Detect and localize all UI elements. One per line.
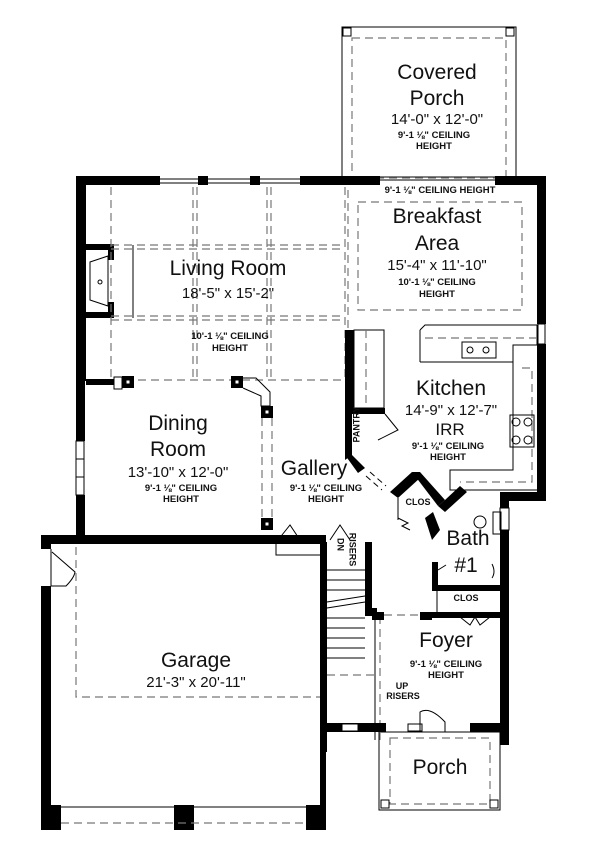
stairs-up-risers-label: RISERS	[386, 691, 420, 701]
breakfast-area-ceiling-2: HEIGHT	[419, 289, 455, 300]
breakfast-area-outline	[347, 190, 523, 330]
dining-room-ceiling-2: HEIGHT	[163, 494, 199, 505]
foyer-name: Foyer	[419, 629, 473, 652]
porch-name: Porch	[412, 756, 468, 779]
gallery-ceiling-1: 9'-1 ⅛" CEILING	[289, 483, 363, 494]
front-porch-outline	[378, 731, 501, 811]
gallery-ceiling-2: HEIGHT	[308, 494, 344, 505]
dining-room-walls	[86, 376, 273, 530]
covered-porch-name-1: Covered	[397, 61, 477, 84]
bath-name-2: #1	[454, 554, 478, 577]
foyer-ceiling-1: 9'-1 ⅛" CEILING	[409, 659, 483, 670]
foyer-walls	[326, 612, 508, 733]
kitchen-ceiling-1: 9'-1 ⅛" CEILING	[411, 441, 485, 452]
stairs-down-risers-label: RISERS	[347, 532, 358, 567]
covered-porch-name-2: Porch	[409, 87, 465, 110]
living-room-ceiling-1: 10'-1 ⅛" CEILING	[191, 331, 269, 342]
living-room-ceiling-2: HEIGHT	[212, 343, 248, 354]
covered-porch-dimensions: 14'-0" x 12'-0"	[390, 111, 484, 128]
kitchen-name: Kitchen	[415, 377, 487, 400]
pantry-label: PANTRY	[351, 406, 362, 443]
dining-room-dimensions: 13'-10" x 12'-0"	[127, 464, 229, 481]
dining-room-name-2: Room	[149, 438, 207, 461]
dining-room-ceiling-1: 9'-1 ⅛" CEILING	[144, 483, 218, 494]
garage-dimensions: 21'-3" x 20'-11"	[146, 674, 246, 691]
closet-and-bath-walls	[365, 471, 502, 626]
dining-room-name-1: Dining	[148, 412, 208, 435]
covered-porch-outline	[341, 26, 517, 179]
closet-foyer-label: CLOS	[453, 593, 479, 603]
closet-gallery-label: CLOS	[405, 497, 431, 507]
bath-name-1: Bath	[446, 527, 490, 550]
gallery-name: Gallery	[280, 457, 348, 480]
breakfast-header-ceiling: 9'-1 ⅛" CEILING HEIGHT	[384, 185, 496, 196]
covered-porch-ceiling-1: 9'-1 ⅛" CEILING	[397, 130, 471, 141]
kitchen-dimensions: 14'-9" x 12'-7"	[404, 402, 498, 419]
breakfast-area-name-2: Area	[414, 232, 460, 255]
living-room-name: Living Room	[169, 257, 287, 280]
stairs	[275, 524, 381, 752]
breakfast-area-name-1: Breakfast	[392, 205, 482, 228]
foyer-ceiling-2: HEIGHT	[428, 670, 464, 681]
kitchen-walls	[345, 324, 538, 491]
garage-name: Garage	[160, 649, 232, 672]
living-room-dimensions: 18'-5" x 15'-2"	[181, 285, 275, 302]
kitchen-irr-note: IRR	[435, 420, 465, 439]
stairs-down-dn-label: DN	[335, 538, 346, 551]
kitchen-ceiling-2: HEIGHT	[430, 452, 466, 463]
stairs-up-up-label: UP	[395, 681, 409, 691]
breakfast-area-dimensions: 15'-4" x 11'-10"	[387, 257, 487, 274]
breakfast-area-ceiling-1: 10'-1 ⅛" CEILING	[398, 277, 476, 288]
covered-porch-ceiling-2: HEIGHT	[416, 141, 452, 152]
